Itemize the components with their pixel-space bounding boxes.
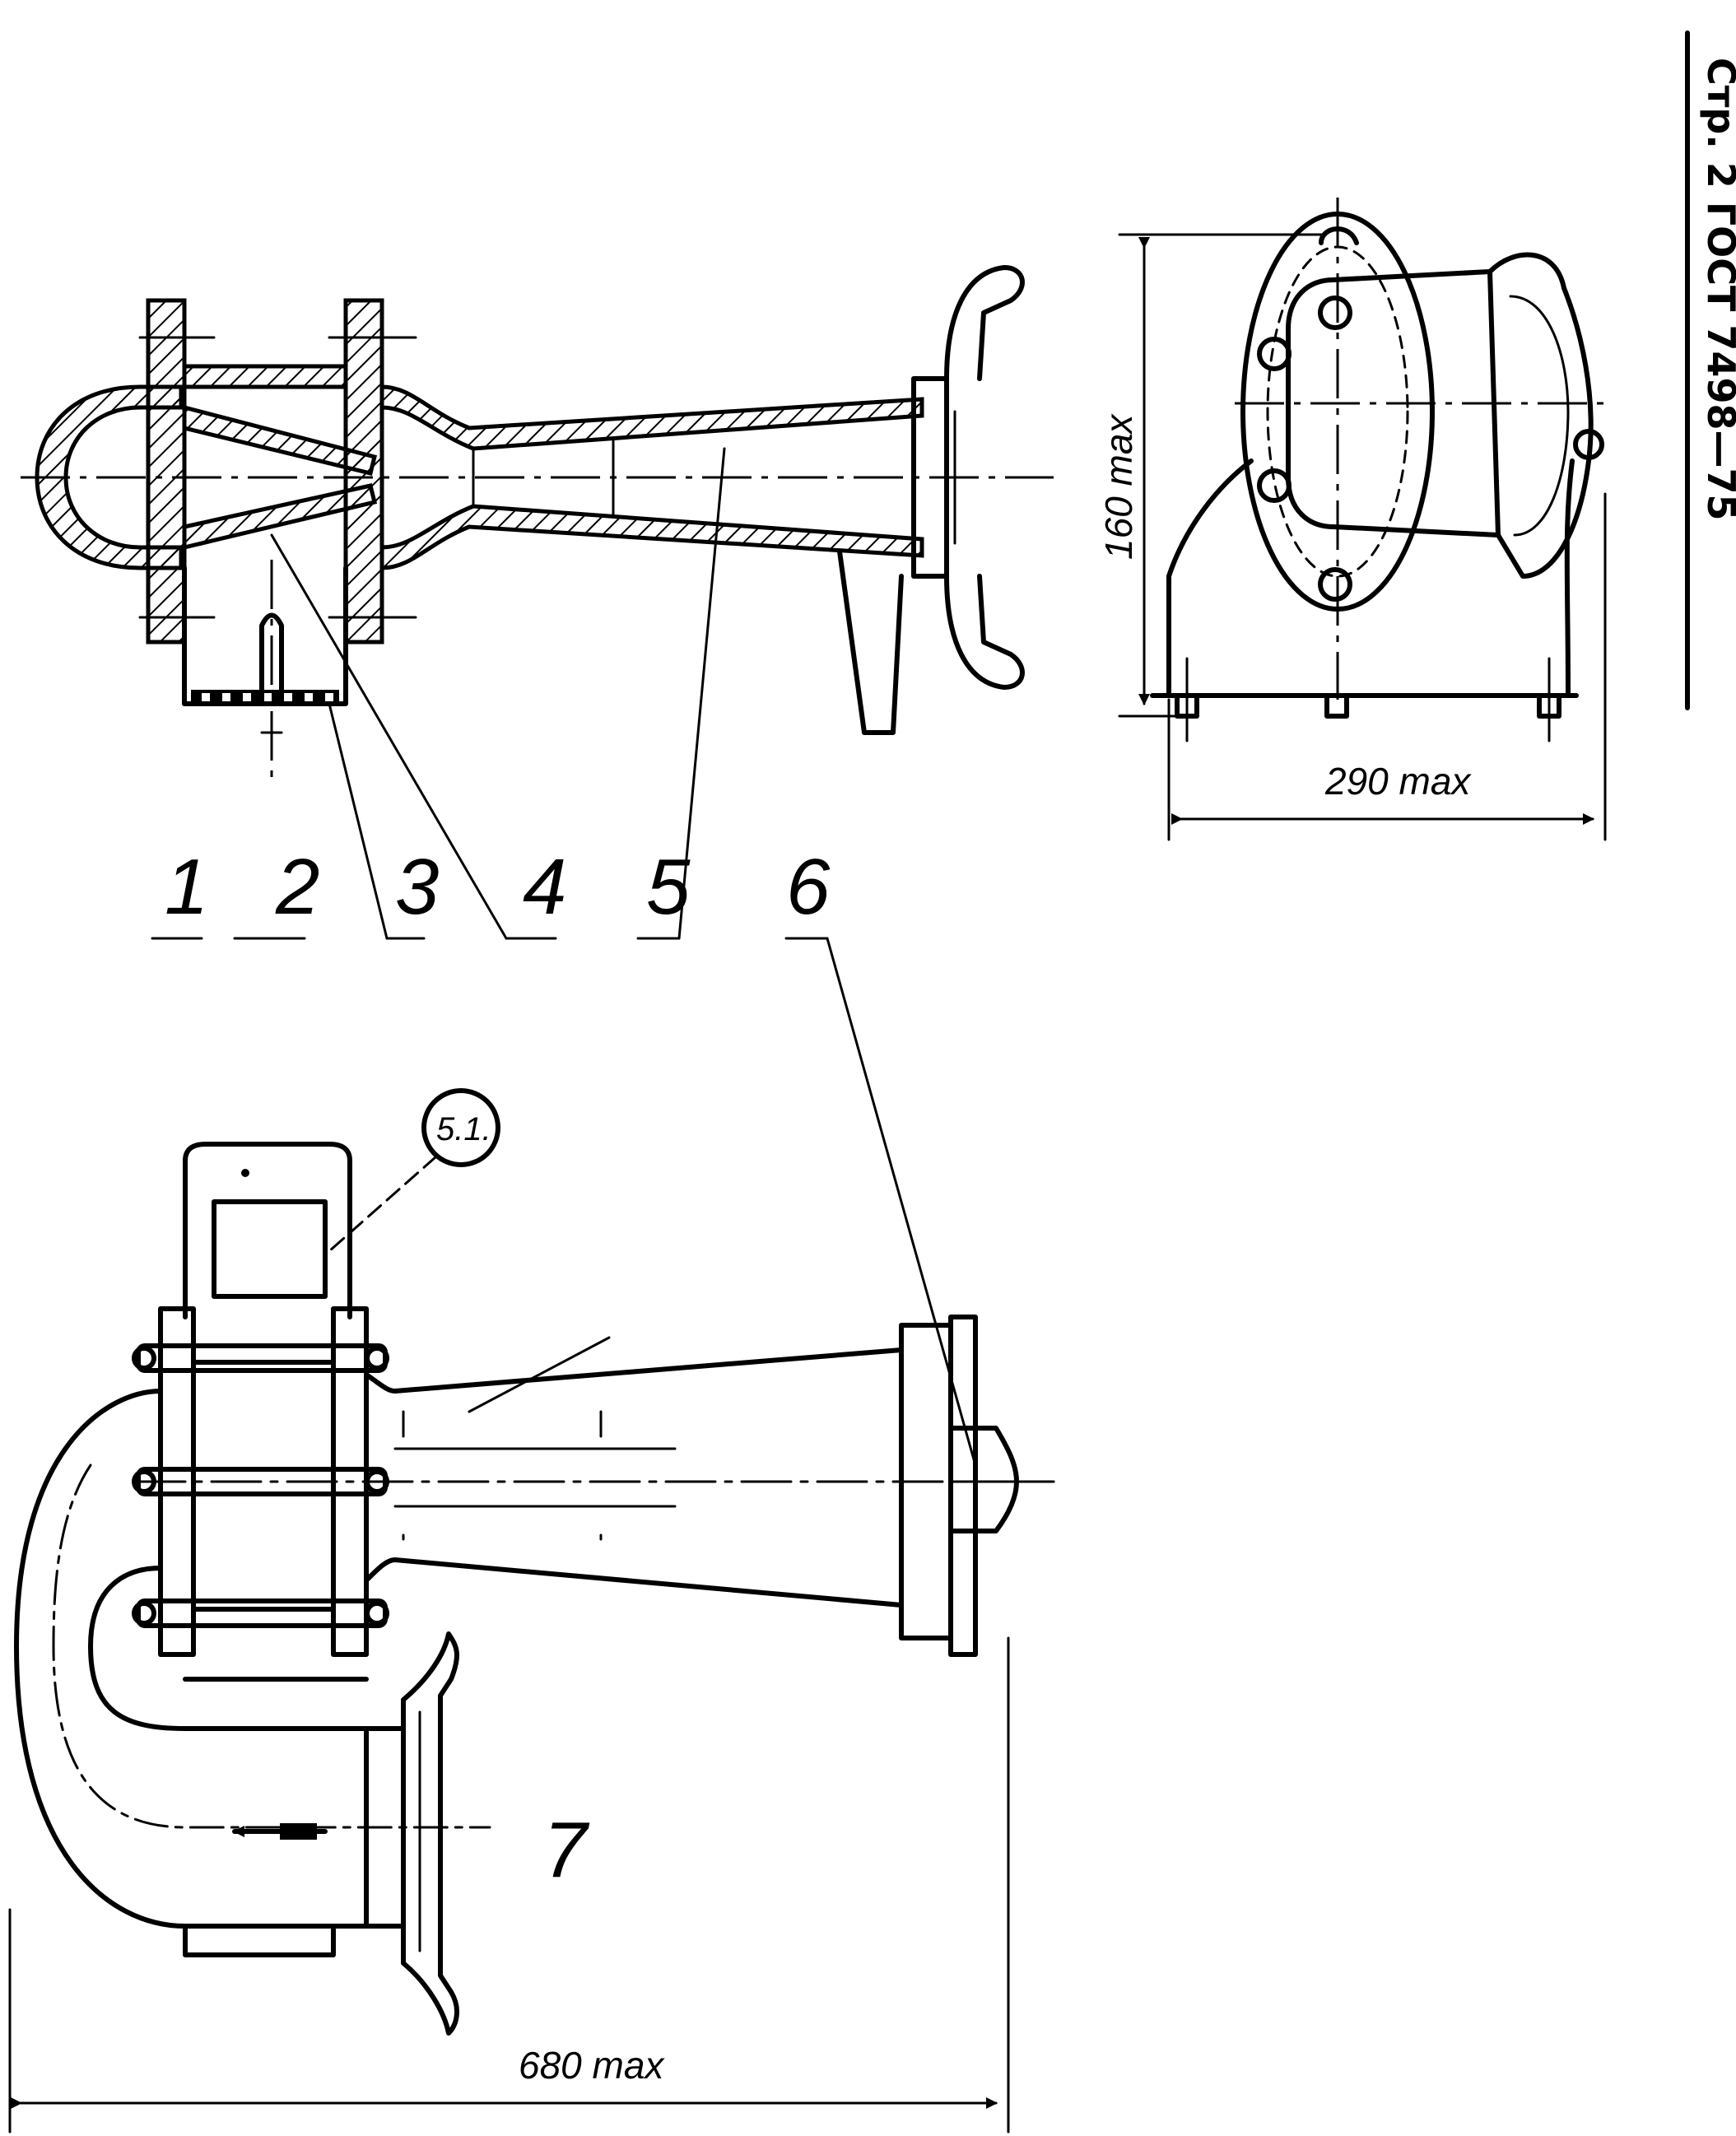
- flange-bolt-circle: [1266, 245, 1409, 578]
- chamber-wall-top: [182, 364, 348, 389]
- nozzle-cone-bottom: [182, 483, 378, 551]
- plan-diffuser-bottom: [364, 1557, 904, 1608]
- plan-view: 5.1.: [14, 1088, 1055, 2036]
- plan-bolts: [132, 1343, 389, 1628]
- ref-circle: [421, 1088, 500, 1167]
- plan-coupling-body: [401, 1631, 459, 2036]
- u-pipe-centerline: [52, 1464, 491, 1829]
- diffuser-top-wall: [379, 384, 924, 451]
- plan-coupling-flange: [364, 1726, 406, 1929]
- dim-680-text: 680 max: [519, 2044, 665, 2087]
- dim-160-text: 160 max: [1097, 413, 1140, 560]
- end-view-coupling-inner: [1509, 295, 1570, 537]
- flow-arrow-marker: [280, 1823, 317, 1840]
- callout-labels: 1 2 3 4 5 6 7: [165, 843, 831, 1894]
- u-pipe-foot: [183, 1924, 336, 1957]
- length-dimension: 680 max: [8, 1636, 1010, 2134]
- callout-5: 5: [646, 843, 691, 931]
- end-view-nut: [1573, 429, 1604, 460]
- callout-leaders: [151, 447, 977, 1467]
- outlet-flange: [911, 376, 949, 579]
- strainer-holes: [202, 693, 333, 701]
- nozzle-cone-top: [182, 404, 378, 477]
- header-dot: [241, 1169, 249, 1177]
- ref-circle-text: 5.1.: [436, 1111, 491, 1147]
- support-foot: [837, 549, 904, 735]
- callout-7: 7: [543, 1806, 590, 1894]
- end-view-dimensions: 160 max 290 max: [1097, 233, 1607, 841]
- plan-diffuser-top: [364, 1347, 904, 1394]
- header-box: [183, 1142, 352, 1319]
- header-window: [212, 1199, 328, 1299]
- plan-outlet-nozzle: [948, 1426, 1019, 1533]
- flange-left: [146, 298, 187, 645]
- page-ref-text: Стр. 2 ГОСТ 7498—75: [1699, 58, 1736, 520]
- base-foot-middle: [1324, 693, 1349, 719]
- callout-2: 2: [275, 843, 319, 931]
- callout-3: 3: [395, 843, 439, 931]
- end-view: [1150, 198, 1613, 742]
- flange-lug-top: [1319, 226, 1359, 245]
- end-view-coupling: [1487, 252, 1594, 579]
- coupling-lug-top: [944, 265, 1025, 381]
- callout-6: 6: [786, 843, 831, 931]
- callout-1: 1: [165, 843, 208, 931]
- section-view: [21, 265, 1054, 782]
- flange-disk: [1240, 212, 1435, 612]
- suction-pipe: [259, 612, 284, 706]
- inlet-elbow: [35, 384, 184, 570]
- coupling-lug-bottom: [944, 574, 1025, 690]
- callout-4: 4: [523, 843, 566, 931]
- ref-leader: [328, 1155, 438, 1253]
- u-pipe-outer: [14, 1389, 369, 1929]
- plan-diffuser-leader: [468, 1336, 611, 1413]
- u-pipe-inner: [88, 1566, 369, 1731]
- base-housing: [1166, 458, 1575, 698]
- chamber-body: [182, 565, 348, 706]
- plan-outlet-coupling: [948, 1315, 978, 1657]
- page-header: Стр. 2 ГОСТ 7498—75: [1685, 30, 1736, 710]
- dim-290-text: 290 max: [1324, 760, 1472, 803]
- diffuser-bottom-wall: [379, 504, 924, 570]
